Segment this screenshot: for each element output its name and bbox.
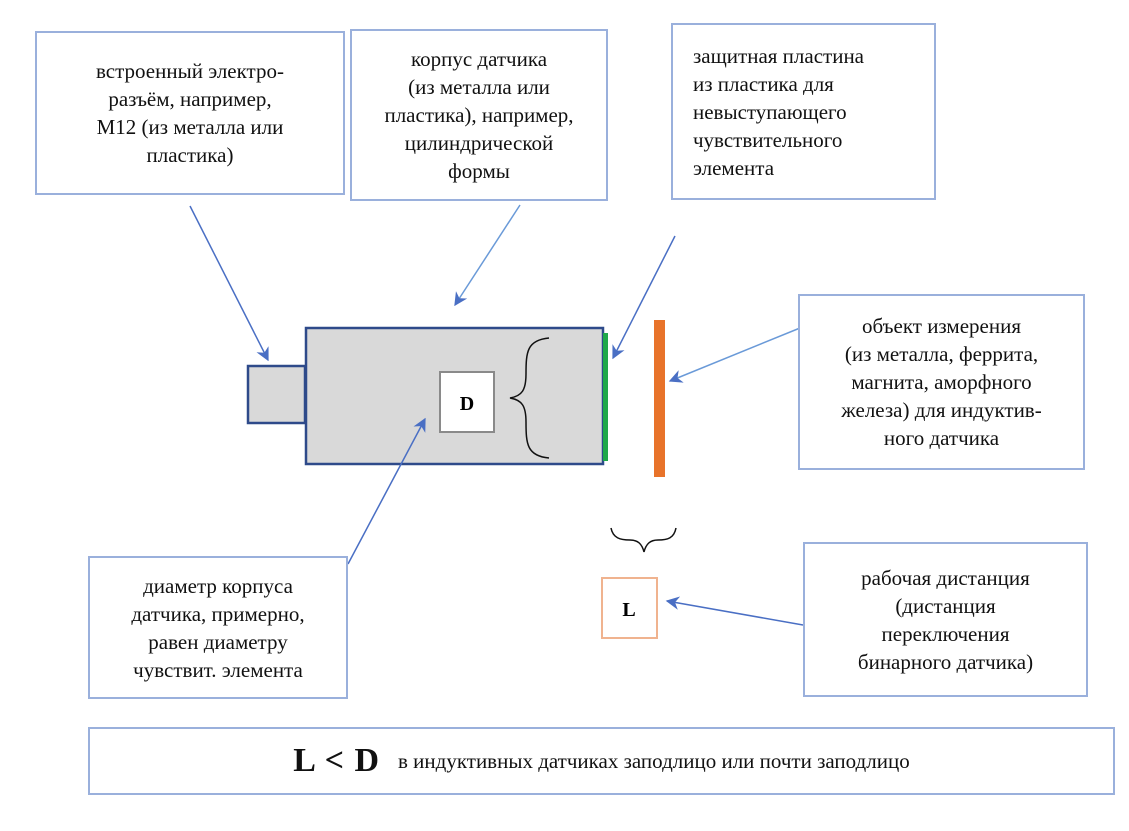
formula-box: L < D в индуктивных датчиках заподлицо и…: [88, 727, 1115, 795]
callout-plate-line: элемента: [693, 155, 775, 180]
callout-distance-line: бинарного датчика): [857, 649, 1034, 674]
callout-distance-line: переключения: [881, 621, 1010, 646]
arrow-plate: [612, 235, 676, 360]
sensor-connector: [246, 364, 307, 425]
callout-connector-line: пластика): [146, 143, 234, 167]
diameter-brace: [509, 337, 550, 459]
callout-plate-line: чувствительного: [693, 127, 843, 152]
arrow-connector: [189, 205, 269, 362]
callout-distance-line: (дистанция: [895, 593, 996, 618]
callout-object-line: объект измерения: [862, 314, 1021, 338]
arrow-distance: [665, 596, 804, 626]
callout-object: объект измерения (из металла, феррита, м…: [798, 294, 1085, 470]
formula-relation: L < D: [293, 742, 381, 779]
protective-plate: [603, 333, 608, 461]
callout-diameter-line: датчика, примерно,: [131, 601, 305, 626]
callout-diameter-line: чувствит. элемента: [133, 657, 303, 682]
callout-distance-line: рабочая дистанция: [861, 565, 1030, 590]
callout-connector: встроенный электро- разъём, например, М1…: [35, 31, 345, 195]
callout-object-line: ного датчика: [883, 426, 1000, 450]
callout-diameter-line: равен диаметру: [148, 629, 288, 654]
distance-brace: [610, 527, 677, 553]
formula-text: в индуктивных датчиках заподлицо или поч…: [398, 748, 910, 773]
callout-housing-line: цилиндрической: [404, 131, 554, 155]
callout-object-line: (из металла, феррита,: [844, 342, 1039, 366]
d-label: D: [460, 393, 474, 415]
callout-object-line: железа) для индуктив-: [841, 398, 1042, 422]
l-box: [601, 577, 658, 639]
callout-plate-line: защитная пластина: [693, 43, 865, 68]
callout-housing-line: корпус датчика: [410, 47, 548, 71]
callout-housing-line: пластика), например,: [384, 103, 574, 127]
callout-connector-line: встроенный электро-: [96, 59, 284, 83]
target-object: [654, 320, 665, 477]
callout-diameter-line: диаметр корпуса: [143, 573, 293, 598]
callout-housing: корпус датчика (из металла или пластика)…: [350, 29, 608, 201]
arrow-object: [668, 327, 801, 383]
callout-plate: защитная пластина из пластика для невыст…: [671, 23, 936, 200]
callout-housing-line: формы: [448, 159, 510, 183]
arrow-housing: [454, 204, 521, 307]
d-box: [439, 371, 495, 433]
callout-housing-line: (из металла или: [408, 75, 550, 99]
arrow-diameter: [347, 417, 426, 565]
callout-plate-line: из пластика для: [693, 71, 834, 96]
callout-diameter: диаметр корпуса датчика, примерно, равен…: [88, 556, 348, 699]
callout-connector-line: М12 (из металла или: [96, 115, 284, 139]
callout-connector-line: разъём, например,: [108, 87, 272, 111]
callout-plate-line: невыступающего: [693, 99, 847, 124]
l-label: L: [622, 599, 635, 621]
callout-distance: рабочая дистанция (дистанция переключени…: [803, 542, 1088, 697]
callout-object-line: магнита, аморфного: [851, 370, 1032, 394]
